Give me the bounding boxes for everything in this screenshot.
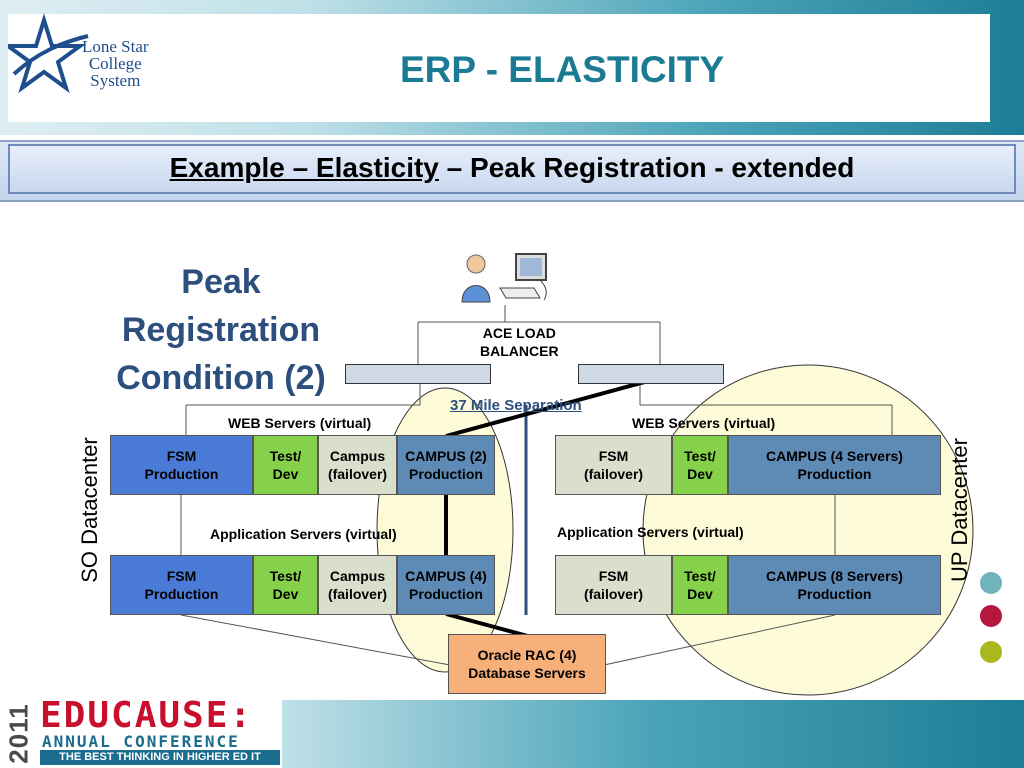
up-app-campus-production: CAMPUS (8 Servers) Production bbox=[728, 555, 941, 615]
title-box bbox=[8, 14, 990, 122]
so-app-campus-production: CAMPUS (4) Production bbox=[397, 555, 495, 615]
so-web-campus-production: CAMPUS (2) Production bbox=[397, 435, 495, 495]
separation-label: 37 Mile Separation bbox=[450, 397, 582, 414]
up-datacenter-wrapper: UP Datacenter bbox=[946, 420, 974, 600]
so-app-test-dev: Test/ Dev bbox=[253, 555, 318, 615]
up-web-test-dev: Test/ Dev bbox=[672, 435, 728, 495]
banner-frame bbox=[0, 140, 1024, 202]
up-datacenter-label: UP Datacenter bbox=[947, 438, 972, 582]
logo-text: Lone Star College System bbox=[82, 38, 149, 89]
so-app-label: Application Servers (virtual) bbox=[210, 526, 397, 542]
so-web-test-dev: Test/ Dev bbox=[253, 435, 318, 495]
decor-dot-green bbox=[980, 641, 1002, 663]
up-app-label: Application Servers (virtual) bbox=[557, 524, 744, 540]
logo-line: College bbox=[88, 54, 142, 73]
educause-year-wrapper: 2011 bbox=[2, 700, 36, 766]
educause-tagline: THE BEST THINKING IN HIGHER ED IT bbox=[40, 750, 280, 765]
load-balancer-label: ACE LOAD BALANCER bbox=[480, 325, 559, 359]
up-web-campus-production: CAMPUS (4 Servers) Production bbox=[728, 435, 941, 495]
decor-dot-red bbox=[980, 605, 1002, 627]
footer-band bbox=[280, 700, 1024, 768]
up-web-label: WEB Servers (virtual) bbox=[632, 415, 776, 431]
logo-line: Lone Star bbox=[82, 37, 149, 56]
slide-title: ERP - ELASTICITY bbox=[400, 49, 725, 90]
banner-text: Example – Elasticity – Peak Registration… bbox=[0, 150, 1024, 186]
decor-dot-teal bbox=[980, 572, 1002, 594]
educause-year: 2011 bbox=[3, 702, 34, 764]
oracle-rac-database: Oracle RAC (4) Database Servers bbox=[448, 634, 606, 694]
switch-icon bbox=[578, 364, 724, 384]
banner-rest: – Peak Registration - extended bbox=[438, 152, 855, 183]
so-datacenter-label: SO Datacenter bbox=[77, 437, 103, 583]
up-web-fsm-failover: FSM (failover) bbox=[555, 435, 672, 495]
so-web-campus-failover: Campus (failover) bbox=[318, 435, 397, 495]
condition-title: Peak Registration Condition (2) bbox=[116, 263, 326, 397]
user-computer-icon bbox=[461, 253, 547, 303]
up-app-fsm-failover: FSM (failover) bbox=[555, 555, 672, 615]
so-web-label: WEB Servers (virtual) bbox=[228, 415, 372, 431]
educause-name: EDUCAUSE: bbox=[40, 695, 254, 736]
banner-underlined: Example – Elasticity bbox=[169, 152, 439, 183]
computer-icon bbox=[499, 253, 547, 301]
up-app-test-dev: Test/ Dev bbox=[672, 555, 728, 615]
so-app-fsm-production: FSM Production bbox=[110, 555, 253, 615]
so-web-fsm-production: FSM Production bbox=[110, 435, 253, 495]
so-datacenter-wrapper: SO Datacenter bbox=[76, 420, 104, 600]
user-icon bbox=[461, 254, 491, 303]
logo-line: System bbox=[90, 71, 141, 90]
switch-icon bbox=[345, 364, 491, 384]
star-logo-icon bbox=[8, 13, 89, 94]
banner-inner bbox=[8, 144, 1016, 194]
so-app-campus-failover: Campus (failover) bbox=[318, 555, 397, 615]
educause-subtitle: ANNUAL CONFERENCE bbox=[42, 732, 240, 751]
